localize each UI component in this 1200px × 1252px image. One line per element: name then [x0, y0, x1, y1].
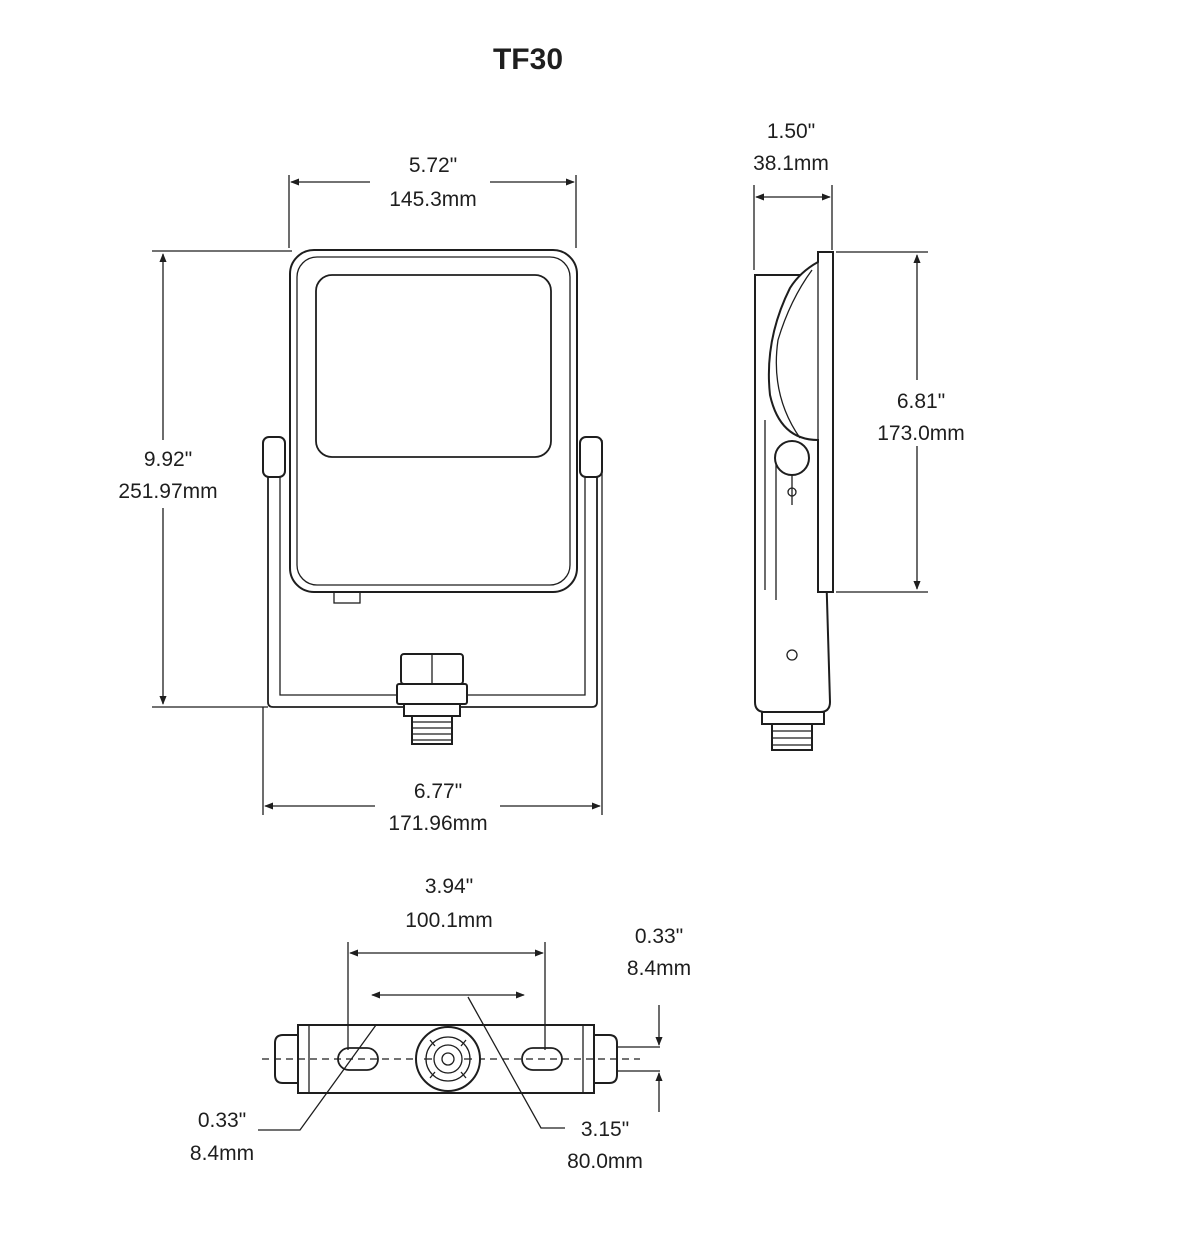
bottom-view: 3.94" 100.1mm 3.15" 80.0mm 0.33" 8.4mm 0…	[190, 875, 691, 1173]
front-width-mm: 145.3mm	[389, 188, 477, 211]
slot-width-inches: 0.33"	[635, 925, 683, 948]
left-mounting-slot	[337, 1047, 379, 1071]
side-depth-mm: 38.1mm	[753, 152, 829, 175]
front-height-inches: 9.92"	[144, 448, 192, 471]
right-mounting-slot	[521, 1047, 563, 1071]
side-height-mm: 173.0mm	[877, 422, 965, 445]
inner-spacing-leader	[467, 996, 565, 1129]
slot-diameter-inches: 0.33"	[198, 1109, 246, 1132]
side-depth-inches: 1.50"	[767, 120, 815, 143]
bracket-width-mm: 171.96mm	[388, 812, 487, 835]
slot-spacing-mm: 100.1mm	[405, 909, 493, 932]
slot-spacing-inches: 3.94"	[425, 875, 473, 898]
inner-spacing-inches: 3.15"	[581, 1118, 629, 1141]
fixture-housing	[289, 249, 578, 593]
side-housing-profile	[767, 251, 834, 593]
front-width-inches: 5.72"	[409, 154, 457, 177]
slot-diameter-leader	[258, 1024, 377, 1131]
front-view: 5.72" 145.3mm 9.92" 251.97mm 6.77" 171.9…	[110, 154, 603, 835]
inner-spacing-mm: 80.0mm	[567, 1150, 643, 1173]
side-height-inches: 6.81"	[897, 390, 945, 413]
slot-diameter-mm: 8.4mm	[190, 1142, 254, 1165]
front-height-mm: 251.97mm	[118, 480, 217, 503]
conduit-connector	[396, 653, 468, 745]
bracket-width-inches: 6.77"	[414, 780, 462, 803]
left-pivot-knob	[262, 436, 286, 478]
lens-window	[315, 274, 552, 458]
right-pivot-knob	[579, 436, 603, 478]
side-view: 1.50" 38.1mm 6.81" 173.0mm	[753, 120, 975, 751]
slot-width-mm: 8.4mm	[627, 957, 691, 980]
side-pivot-knob	[774, 440, 810, 476]
drawing-title: TF30	[493, 43, 563, 76]
